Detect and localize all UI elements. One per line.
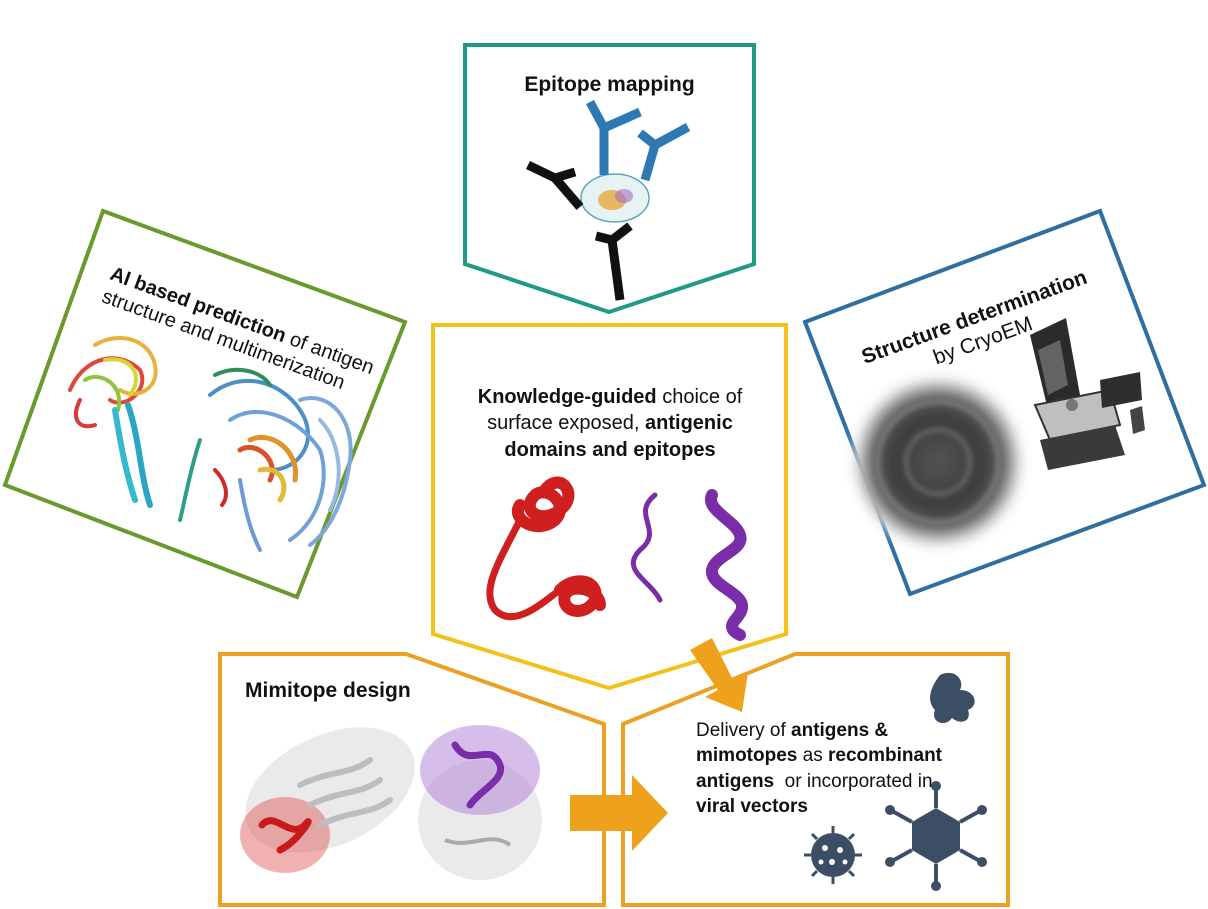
delivery-recombinant-bold: recombinant — [827, 745, 943, 767]
mimitope-design-title: Mimitope design — [245, 679, 411, 702]
delivery-label: Delivery of antigens & mimotopes as reco… — [696, 718, 966, 820]
delivery-antigens-bold: antigens & — [791, 720, 889, 741]
coronavirus-icon — [804, 826, 862, 884]
antibody-complex-icon — [526, 99, 691, 301]
panel-delivery — [621, 652, 1010, 907]
panel-knowledge-guided — [431, 323, 788, 691]
predicted-structure-icon — [68, 335, 353, 552]
delivery-mimotopes-bold: mimotopes — [696, 745, 798, 767]
delivery-incorporated-text: or incorporated in — [774, 770, 933, 792]
delivery-text-1: Delivery of — [696, 720, 792, 741]
knowledge-guided-bold: Knowledge-guided — [477, 386, 657, 408]
bacteriophage-icon — [885, 781, 987, 891]
protein-helix-icons — [486, 476, 748, 641]
virus-particle-icon — [930, 672, 975, 724]
delivery-as-text: as — [797, 745, 828, 767]
delivery-viral-vectors-bold: viral vectors — [696, 796, 808, 818]
delivery-antigens2-bold: antigens — [696, 770, 775, 792]
cryo-microscope-icon — [1030, 318, 1145, 470]
knowledge-domains-bold: domains and epitopes — [504, 438, 716, 461]
knowledge-antigenic-bold: antigenic — [645, 412, 733, 435]
cryoem-density-icon — [853, 377, 1023, 547]
mimitope-surface-icons — [240, 725, 542, 880]
arrow-mimitope-to-delivery — [570, 775, 668, 851]
panel-structure-determination — [802, 208, 1207, 597]
panel-ai-prediction — [2, 208, 408, 600]
knowledge-surface-text: surface exposed, — [487, 412, 646, 435]
arrow-to-delivery — [690, 638, 748, 712]
epitope-mapping-title: Epitope mapping — [524, 73, 695, 96]
knowledge-guided-rest: choice of — [656, 386, 743, 408]
knowledge-guided-label: Knowledge-guided choice of surface expos… — [440, 384, 780, 463]
